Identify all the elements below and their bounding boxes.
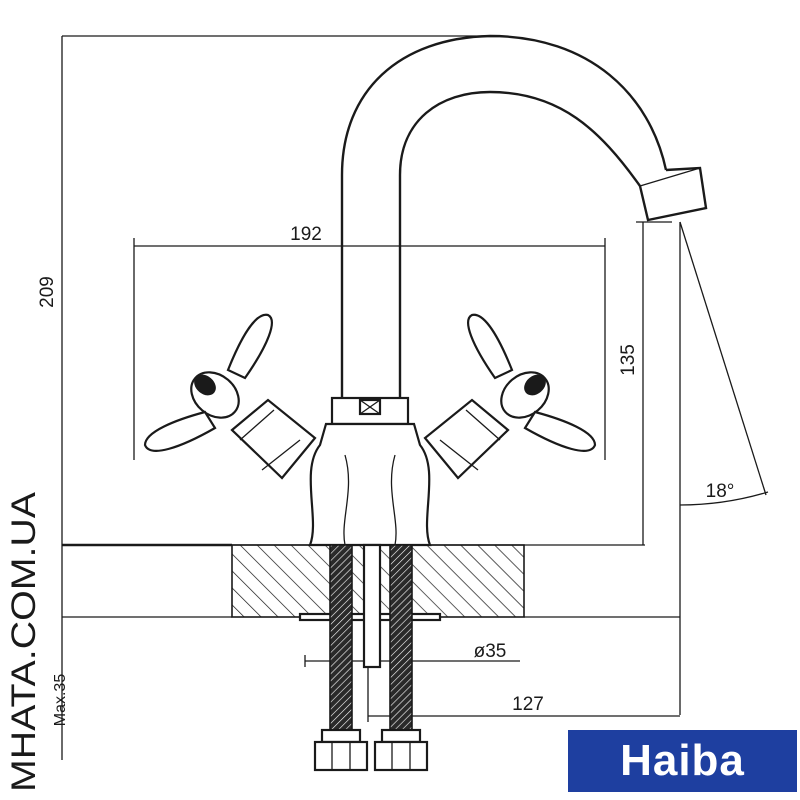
dimension-reach-127: 127 xyxy=(367,660,680,722)
angle-18-label: 18° xyxy=(706,481,735,502)
max-35-label: Max.35 xyxy=(52,674,69,727)
mixer-body xyxy=(308,396,432,547)
height-209-label: 209 xyxy=(37,276,58,308)
span-192-label: 192 xyxy=(290,224,322,245)
max-thickness-note: Max.35 xyxy=(46,650,72,750)
brand-logo: Haiba xyxy=(568,730,797,792)
dimension-handle-span-192: 192 xyxy=(133,224,606,460)
diameter-35-label: ø35 xyxy=(474,641,507,662)
watermark: MHATA.COM.UA xyxy=(2,490,43,795)
reach-127-label: 127 xyxy=(512,694,544,715)
brand-logo-background xyxy=(568,730,797,792)
left-handle xyxy=(143,313,317,480)
mounting-hoses xyxy=(298,543,442,772)
spout xyxy=(340,34,708,398)
dimension-spout-height-135: 135 xyxy=(618,221,672,545)
brand-name: Haiba xyxy=(620,736,745,785)
height-135-label: 135 xyxy=(618,344,639,376)
watermark-text: MHATA.COM.UA xyxy=(5,492,42,792)
right-handle xyxy=(423,313,597,480)
dimension-angle-18: 18° xyxy=(679,221,769,715)
